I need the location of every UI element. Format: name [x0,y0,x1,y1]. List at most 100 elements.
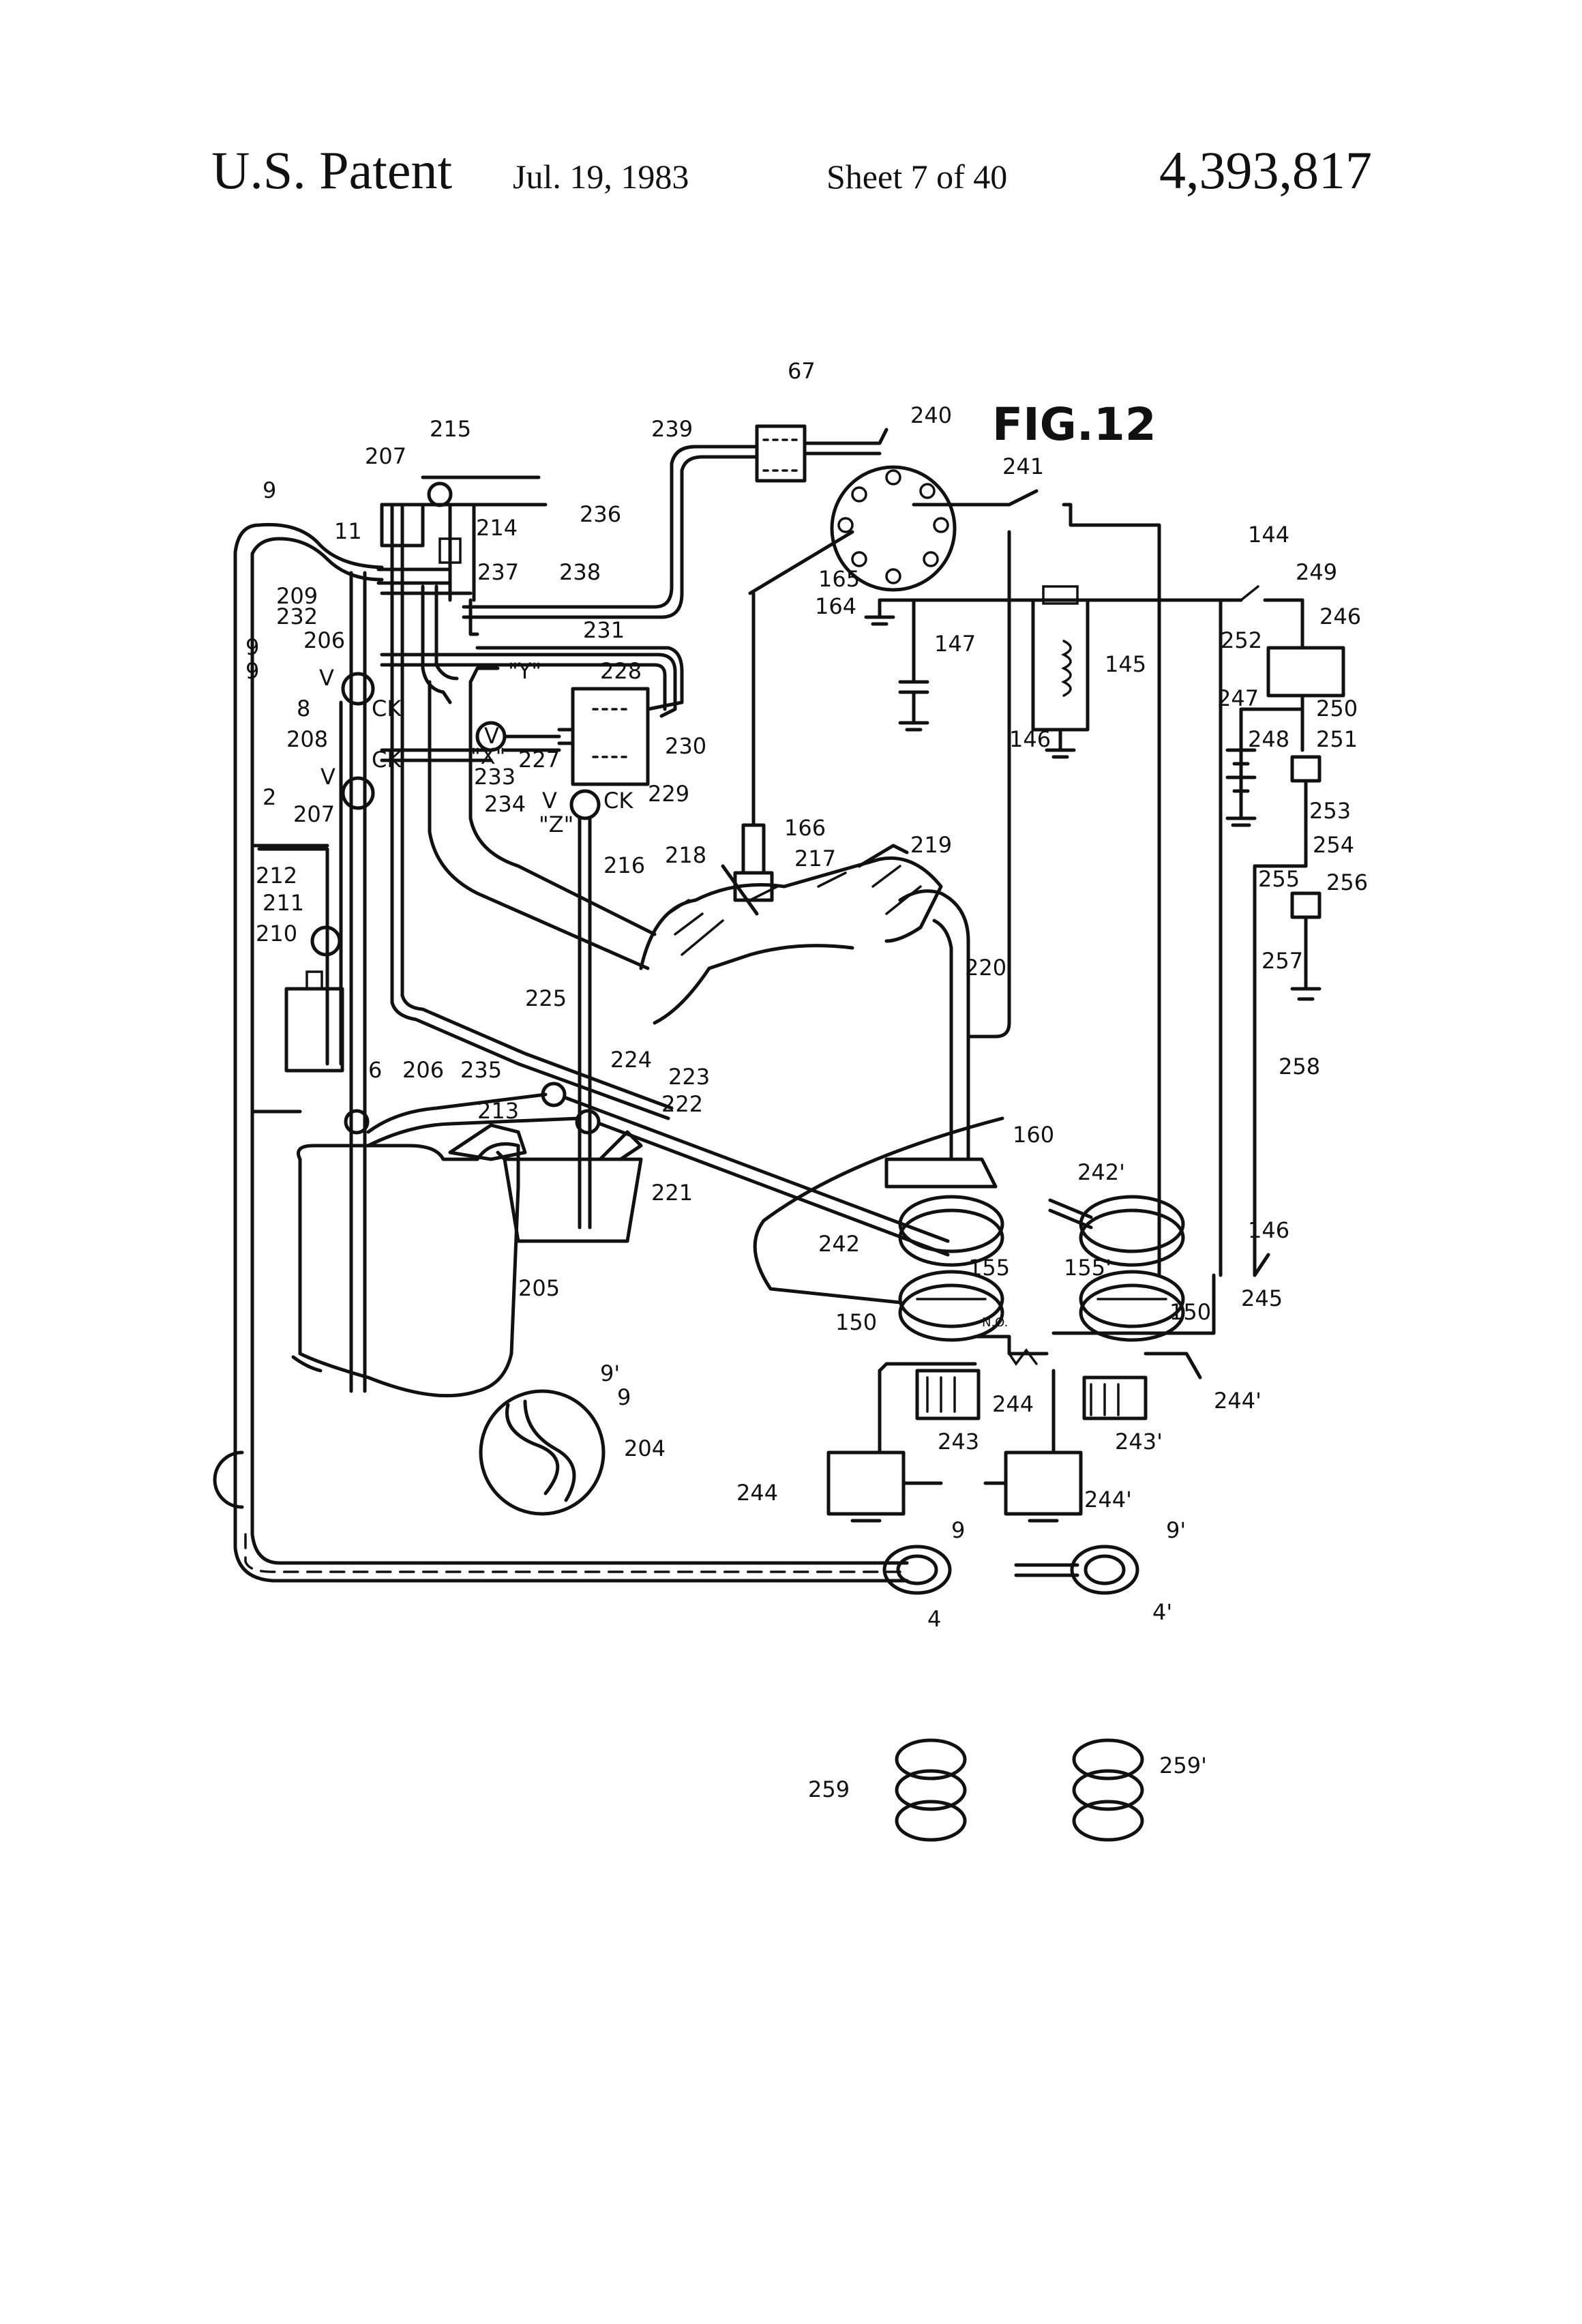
label-247: 247 [1217,685,1259,711]
label-227: 227 [518,747,560,773]
fuel-tank-205 [293,1144,518,1396]
label-9-prime-pulley: 9' [1166,1517,1186,1543]
label-166: 166 [784,815,826,841]
label-251: 251 [1316,726,1358,752]
return-lines [368,1094,948,1255]
label-225: 225 [525,985,567,1011]
label-254: 254 [1313,832,1354,858]
label-229: 229 [648,781,689,807]
label-160: 160 [1013,1122,1054,1148]
label-8: 8 [297,696,310,721]
label-222: 222 [661,1091,703,1117]
label-234: 234 [484,791,526,817]
label-235: 235 [460,1057,502,1083]
label-v1: V [319,665,334,691]
label-231: 231 [583,617,625,643]
label-9-prime-inset: 9' [600,1360,620,1386]
label-11: 11 [334,518,362,544]
label-67: 67 [788,358,816,384]
label-211: 211 [263,890,304,916]
label-208: 208 [286,726,328,752]
label-223: 223 [668,1064,710,1090]
label-z: "Z" [539,811,573,837]
label-216: 216 [603,852,645,878]
controller-230 [559,689,648,784]
label-v4: V [542,788,557,814]
label-242-prime: 242' [1077,1159,1125,1185]
reference-labels: 67 215 207 239 240 241 9 11 236 214 237 … [245,358,1368,1802]
label-146-switch: 146 [1248,1217,1289,1243]
stacks-259 [897,1740,1142,1840]
label-207-low: 207 [293,801,335,827]
label-v3: V [320,764,335,790]
label-255: 255 [1258,866,1300,892]
label-4-prime: 4' [1152,1599,1172,1625]
label-253: 253 [1309,798,1351,824]
label-233: 233 [474,764,516,790]
label-y: "Y" [508,658,541,684]
label-256: 256 [1326,869,1368,895]
label-215: 215 [430,416,471,442]
label-239: 239 [651,416,693,442]
label-9-mid1: 9 [245,634,259,660]
label-144: 144 [1248,522,1289,548]
label-206-low: 206 [402,1057,444,1083]
label-250: 250 [1316,696,1358,721]
label-224: 224 [610,1047,652,1073]
label-150: 150 [835,1309,877,1335]
label-218: 218 [665,842,706,868]
label-259-prime: 259' [1159,1753,1207,1778]
label-212: 212 [256,863,297,889]
label-244-prime-box: 244' [1084,1487,1132,1513]
nozzle-213 [450,1125,525,1159]
label-4: 4 [927,1606,941,1632]
label-246: 246 [1319,604,1361,629]
pulleys [884,1547,1137,1593]
label-206-top: 206 [303,627,345,653]
figure-title: FIG.12 [992,398,1156,451]
label-217: 217 [794,846,836,872]
label-205: 205 [518,1275,560,1301]
canister-221 [505,1159,641,1241]
label-230: 230 [665,733,706,759]
label-214: 214 [476,515,518,541]
label-147: 147 [934,631,976,657]
label-155-prime: 155' [1064,1255,1111,1281]
label-164: 164 [815,593,856,619]
label-257: 257 [1262,948,1303,974]
inset-204 [481,1391,603,1514]
engine-block [641,846,941,1023]
label-249: 249 [1296,559,1337,585]
wheels-150 [900,1272,1183,1340]
label-9-mid2: 9 [245,658,259,684]
label-242: 242 [818,1231,860,1257]
label-9-top: 9 [263,477,276,503]
label-210: 210 [256,921,297,947]
label-ck1: CK [372,696,402,721]
label-ck3: CK [603,788,633,814]
label-228: 228 [600,658,642,684]
label-248: 248 [1248,726,1289,752]
canister-tube [580,818,590,1227]
label-204: 204 [624,1435,666,1461]
label-240: 240 [910,402,952,428]
label-236: 236 [580,501,621,527]
spark-plug-166 [735,593,772,900]
label-9-inset: 9 [617,1384,631,1410]
label-252: 252 [1221,627,1262,653]
label-145: 145 [1105,651,1146,677]
label-259: 259 [808,1776,850,1802]
label-150-prime: 150' [1169,1299,1217,1325]
label-no: N.O. [982,1315,1008,1330]
label-241: 241 [1002,453,1044,479]
label-165: 165 [818,566,860,592]
label-258: 258 [1279,1054,1320,1079]
label-146-coil: 146 [1009,726,1051,752]
label-2: 2 [263,784,276,810]
label-155: 155 [968,1255,1010,1281]
label-245: 245 [1241,1285,1283,1311]
label-243-prime: 243' [1115,1429,1163,1455]
filter-cap [307,972,322,989]
label-244-box: 244 [736,1480,778,1506]
label-ck2: CK [372,747,402,773]
